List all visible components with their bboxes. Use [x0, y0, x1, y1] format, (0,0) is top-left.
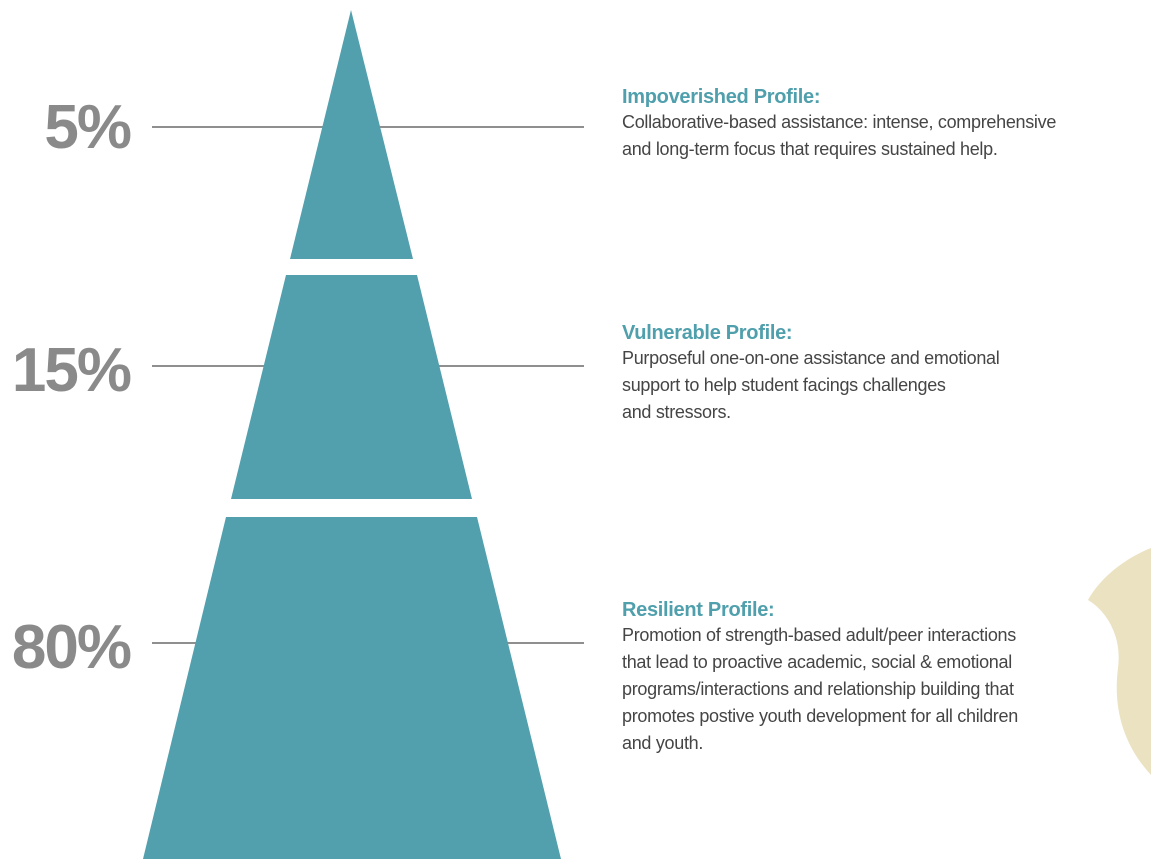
description-line: and stressors.: [622, 402, 731, 422]
description-line: Collaborative-based assistance: intense,…: [622, 112, 1057, 132]
pyramid-tier-middle: [231, 275, 472, 499]
profile-vulnerable: Vulnerable Profile: Purposeful one-on-on…: [622, 321, 1147, 426]
profile-description: Collaborative-based assistance: intense,…: [622, 109, 1147, 163]
profile-resilient: Resilient Profile: Promotion of strength…: [622, 598, 1147, 757]
pyramid-tier-bottom: [143, 517, 561, 859]
profile-heading: Impoverished Profile:: [622, 86, 821, 108]
percent-vulnerable: 15%: [11, 336, 132, 405]
profile-heading: Vulnerable Profile:: [622, 322, 793, 344]
description-line: and youth.: [622, 733, 704, 753]
profile-heading: Resilient Profile:: [622, 599, 775, 621]
profile-impoverished: Impoverished Profile: Collaborative-base…: [622, 85, 1147, 163]
profile-description: Promotion of strength-based adult/peer i…: [622, 622, 1147, 757]
description-line: programs/interactions and relationship b…: [622, 679, 1014, 699]
description-line: Promotion of strength-based adult/peer i…: [622, 625, 1016, 645]
description-line: that lead to proactive academic, social …: [622, 652, 1012, 672]
percent-resilient: 80%: [11, 613, 132, 682]
description-line: Purposeful one-on-one assistance and emo…: [622, 348, 1000, 368]
percent-impoverished: 5%: [44, 93, 132, 162]
profile-description: Purposeful one-on-one assistance and emo…: [622, 345, 1147, 426]
description-line: promotes postive youth development for a…: [622, 706, 1018, 726]
pyramid-tier-top: [290, 10, 413, 259]
description-line: support to help student facings challeng…: [622, 375, 946, 395]
description-line: and long-term focus that requires sustai…: [622, 139, 998, 159]
decorative-watercolor-shape: [1088, 548, 1151, 775]
